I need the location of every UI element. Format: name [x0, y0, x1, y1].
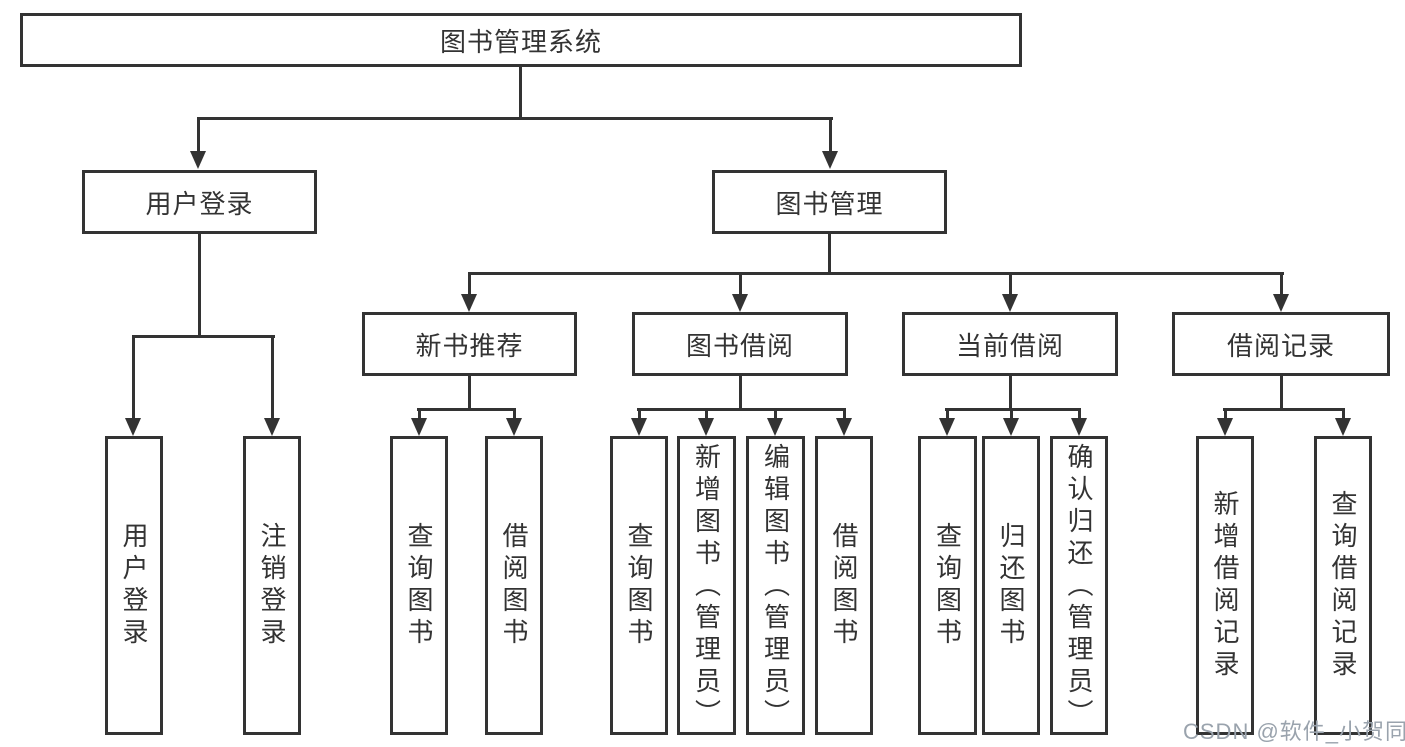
arrow-to-borrow-records	[1273, 294, 1289, 312]
arrow-to-leaf-query-books-newbook	[411, 418, 427, 436]
leaf-confirm-return-admin: 确认归还（管理员）	[1050, 436, 1108, 735]
node-borrow-records: 借阅记录	[1172, 312, 1390, 376]
arrow-to-user-login	[190, 151, 206, 169]
leaf-add-borrow-record: 新增借阅记录	[1196, 436, 1254, 735]
leaf-query-books-newbook: 查询图书	[390, 436, 448, 735]
arrow-to-leaf-edit-books	[767, 418, 783, 436]
connector-to-borrow-records	[1280, 272, 1283, 296]
connector-to-leaf-logout	[271, 335, 274, 418]
arrow-to-leaf-borrow-books	[836, 418, 852, 436]
connector-user-login-bar	[132, 335, 275, 338]
leaf-query-borrow-record: 查询借阅记录	[1314, 436, 1372, 735]
connector-to-leaf-query-books-newbook	[418, 408, 421, 420]
node-library-management-system: 图书管理系统	[20, 13, 1022, 67]
connector-to-leaf-add-record	[1224, 408, 1227, 420]
connector-book-borrow-bar	[637, 408, 846, 411]
connector-to-book-management	[829, 117, 832, 153]
connector-to-user-login	[197, 117, 200, 153]
arrow-to-leaf-query-books-borrow	[631, 418, 647, 436]
connector-book-management-bar	[468, 272, 1284, 275]
connector-to-leaf-query-record	[1342, 408, 1345, 420]
connector-borrow-records-stem	[1280, 376, 1283, 411]
connector-to-current-borrow	[1009, 272, 1012, 296]
arrow-to-leaf-query-record	[1335, 418, 1351, 436]
connector-book-borrow-stem	[739, 376, 742, 411]
arrow-to-leaf-add-books	[698, 418, 714, 436]
leaf-borrow-books: 借阅图书	[815, 436, 873, 735]
arrow-to-leaf-user-login	[125, 418, 141, 436]
connector-to-leaf-add-books	[705, 408, 708, 420]
connector-to-leaf-edit-books	[774, 408, 777, 420]
arrow-to-leaf-borrow-books-newbook	[506, 418, 522, 436]
leaf-query-books-current: 查询图书	[918, 436, 977, 735]
connector-to-leaf-confirm-return	[1078, 408, 1081, 420]
leaf-return-books: 归还图书	[982, 436, 1040, 735]
connector-new-book-stem	[468, 376, 471, 411]
connector-to-book-borrow	[739, 272, 742, 296]
csdn-watermark: CSDN @软件_小贺同学	[1183, 719, 1405, 744]
leaf-add-books-admin: 新增图书（管理员）	[677, 436, 736, 735]
arrow-to-leaf-query-books-current	[939, 418, 955, 436]
arrow-to-book-borrow	[732, 294, 748, 312]
connector-root-bar	[197, 117, 833, 120]
connector-to-leaf-borrow-books	[843, 408, 846, 420]
arrow-to-leaf-logout	[264, 418, 280, 436]
connector-to-leaf-query-books-current	[946, 408, 949, 420]
node-book-management: 图书管理	[712, 170, 947, 234]
connector-to-leaf-return-books	[1010, 408, 1013, 420]
arrow-to-leaf-confirm-return	[1071, 418, 1087, 436]
connector-to-leaf-query-books-borrow	[638, 408, 641, 420]
connector-book-management-stem	[828, 234, 831, 275]
connector-new-book-bar	[417, 408, 516, 411]
node-user-login: 用户登录	[82, 170, 317, 234]
arrow-to-current-borrow	[1002, 294, 1018, 312]
arrow-to-leaf-return-books	[1003, 418, 1019, 436]
leaf-edit-books-admin: 编辑图书（管理员）	[746, 436, 805, 735]
connector-to-leaf-user-login	[132, 335, 135, 418]
connector-to-new-book	[468, 272, 471, 296]
connector-current-borrow-stem	[1009, 376, 1012, 411]
arrow-to-book-management	[822, 151, 838, 169]
leaf-user-login: 用户登录	[105, 436, 163, 735]
node-current-borrow: 当前借阅	[902, 312, 1118, 376]
leaf-query-books-borrow: 查询图书	[610, 436, 668, 735]
connector-to-leaf-borrow-books-newbook	[513, 408, 516, 420]
connector-user-login-stem	[198, 234, 201, 338]
node-book-borrow: 图书借阅	[632, 312, 848, 376]
arrow-to-new-book	[461, 294, 477, 312]
connector-root-stem	[519, 67, 522, 119]
node-new-book-recommend: 新书推荐	[362, 312, 577, 376]
arrow-to-leaf-add-record	[1217, 418, 1233, 436]
leaf-logout: 注销登录	[243, 436, 301, 735]
leaf-borrow-books-newbook: 借阅图书	[485, 436, 543, 735]
connector-borrow-records-bar	[1223, 408, 1345, 411]
